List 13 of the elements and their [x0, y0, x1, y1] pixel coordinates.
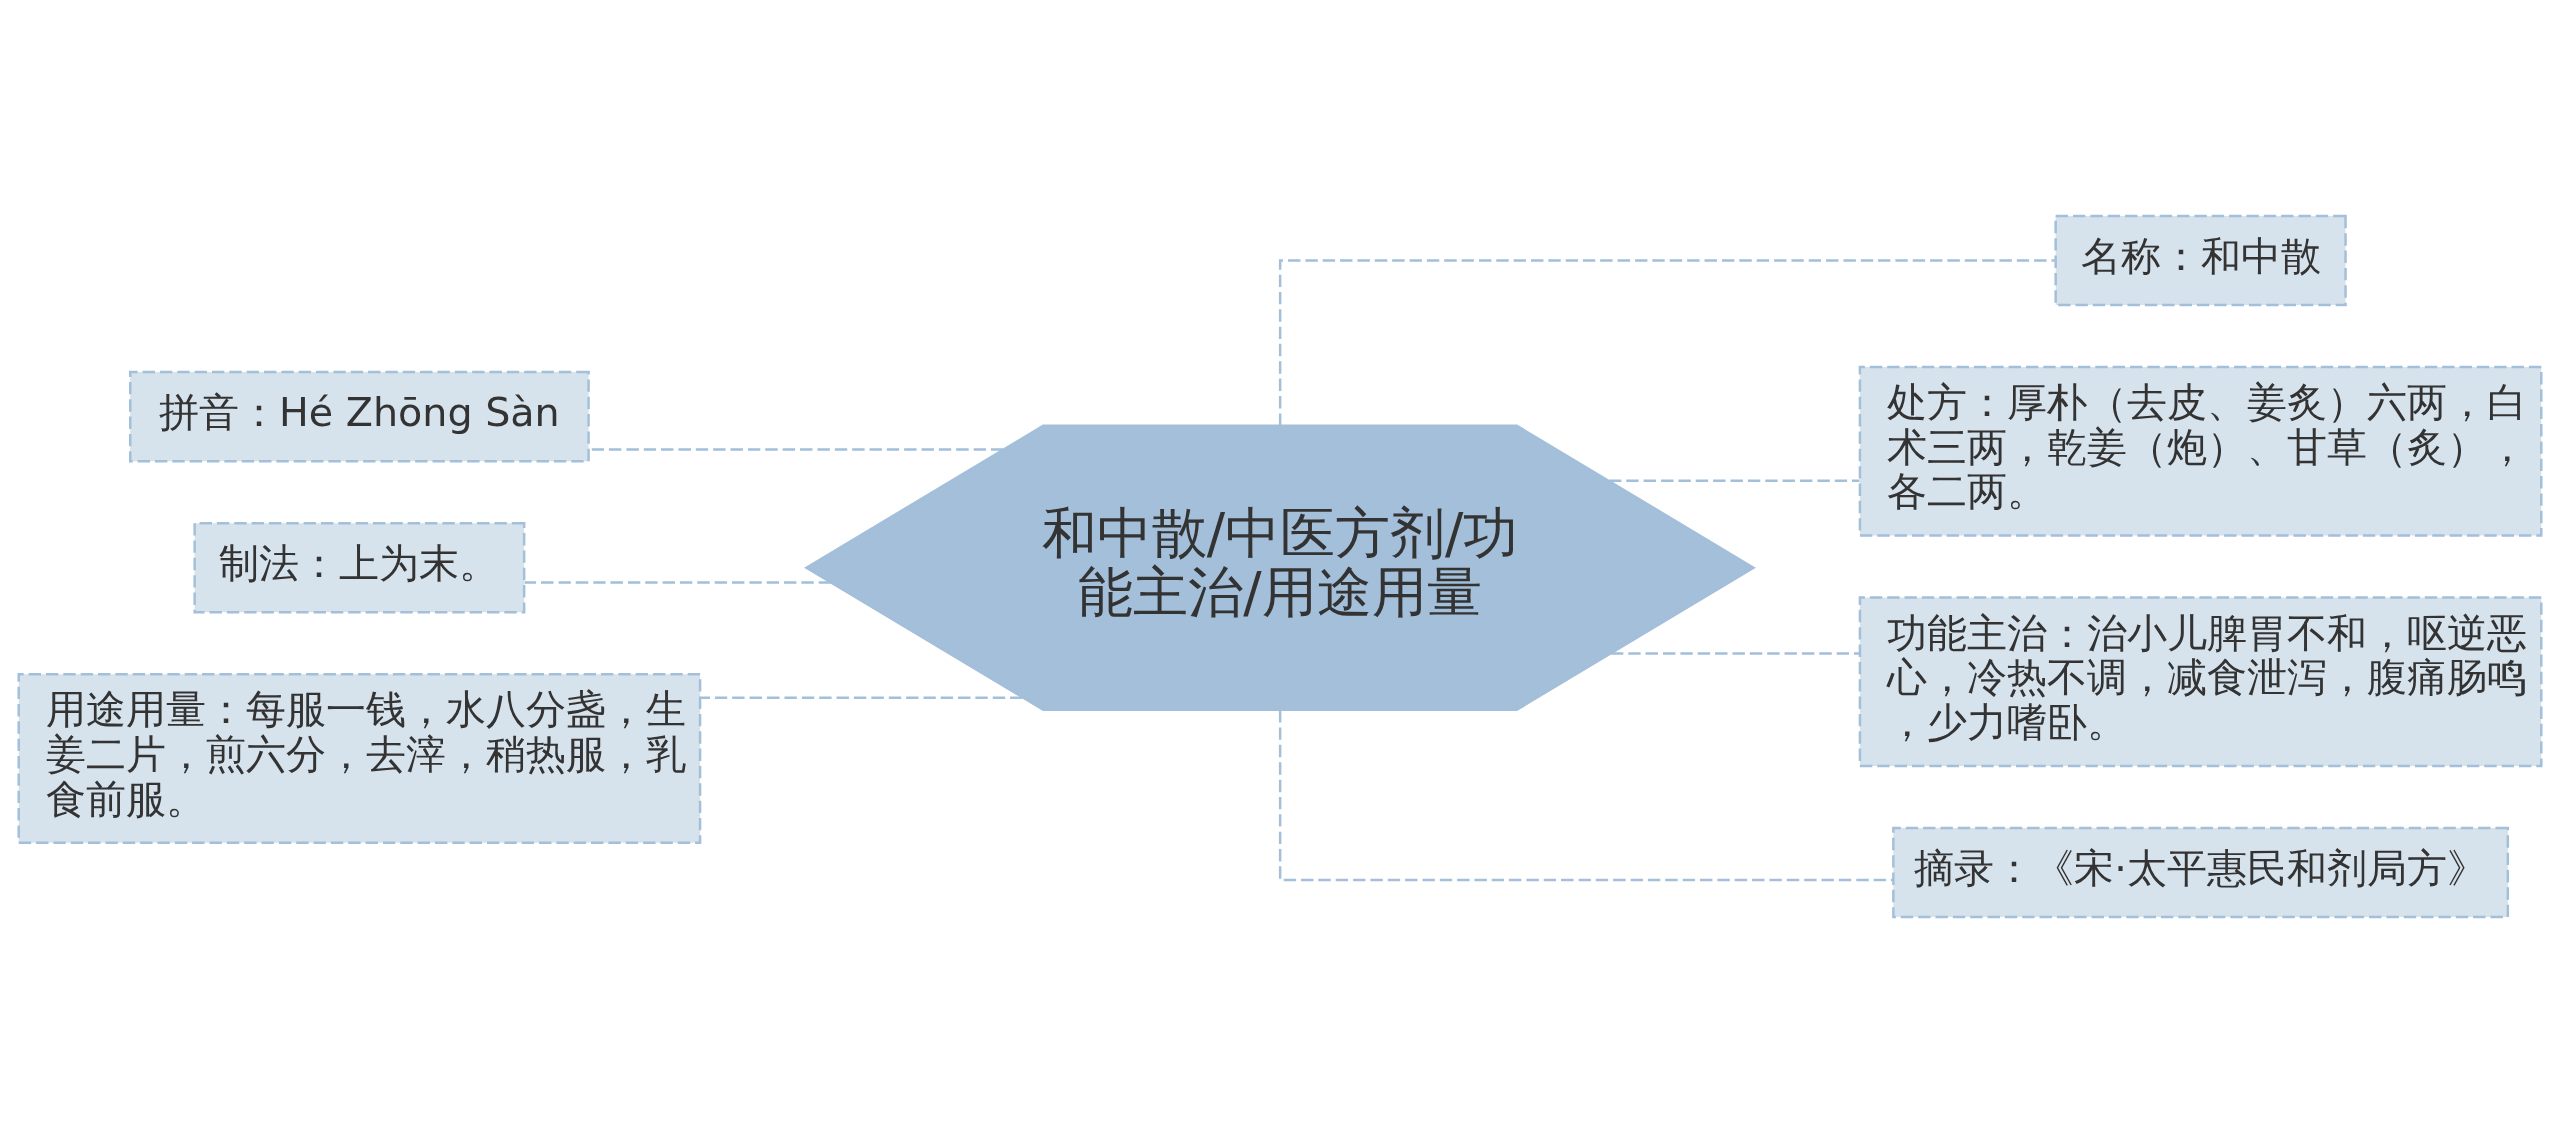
node-box: 功能主治：治小儿脾胃不和，呕逆恶心，冷热不调，减食泄泻，腹痛肠鸣，少力嗜卧。: [1858, 595, 2543, 767]
connector: [524, 580, 832, 584]
connector: [1609, 479, 1860, 482]
node-box: 拼音：Hé Zhōng Sàn: [129, 370, 590, 462]
connector: [1278, 258, 2055, 426]
node-box: 制法：上为末。: [193, 521, 526, 614]
node-box: 名称：和中散: [2054, 214, 2347, 306]
connector: [700, 695, 1023, 699]
connector: [1611, 651, 1860, 655]
node-box: 摘录：《宋·太平惠民和剂局方》: [1892, 826, 2510, 918]
node-box: 用途用量：每服一钱，水八分盏，生姜二片，煎六分，去滓，稍热服，乳食前服。: [17, 672, 702, 844]
node-box: 处方：厚朴（去皮、姜炙）六两，白术三两，乾姜（炮）、甘草（炙），各二两。: [1858, 365, 2543, 537]
connector: [1278, 709, 1893, 881]
